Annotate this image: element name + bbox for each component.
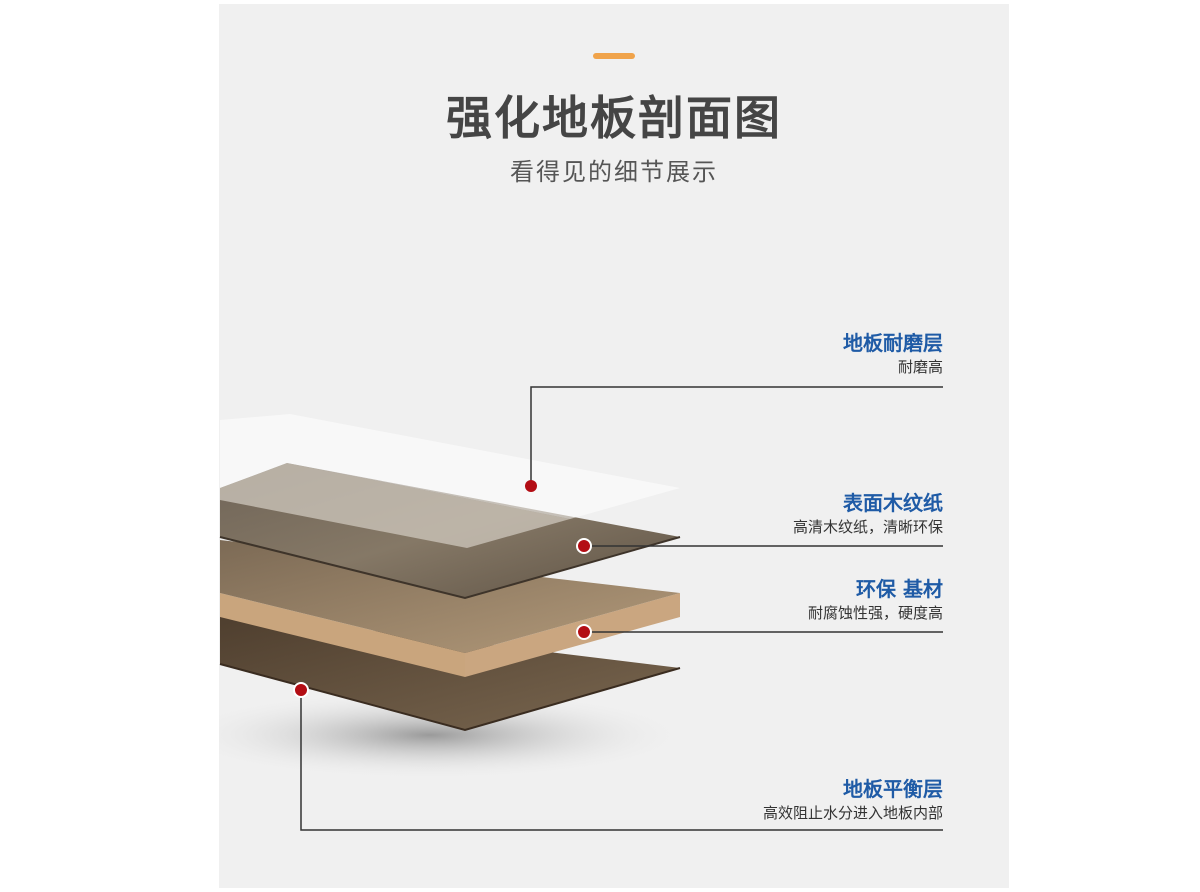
label-title: 表面木纹纸	[843, 491, 943, 515]
label-desc: 高效阻止水分进入地板内部	[762, 804, 943, 822]
marker-dot	[293, 682, 309, 698]
label-wear-layer: 地板耐磨层 耐磨高	[843, 330, 943, 378]
substrate-layer	[220, 540, 680, 677]
product-panel: 强化地板剖面图 看得见的细节展示	[219, 4, 1009, 888]
label-title: 地板耐磨层	[843, 331, 943, 355]
marker-dot	[576, 538, 592, 554]
marker-dots	[293, 480, 592, 698]
label-title: 环保 基材	[856, 577, 943, 601]
leader-lines	[300, 386, 943, 831]
wear-layer	[220, 414, 680, 519]
label-desc: 耐磨高	[897, 358, 943, 376]
floor-shadow	[219, 690, 690, 780]
label-wood-grain: 表面木纹纸 高清木纹纸，清晰环保	[793, 490, 943, 538]
floor-cross-section-diagram	[219, 386, 943, 831]
label-substrate: 环保 基材 耐腐蚀性强，硬度高	[808, 576, 943, 624]
label-desc: 高清木纹纸，清晰环保	[792, 518, 943, 536]
marker-dot	[525, 480, 537, 492]
marker-dot	[576, 624, 592, 640]
label-desc: 耐腐蚀性强，硬度高	[807, 604, 943, 622]
page-title: 强化地板剖面图	[446, 91, 782, 145]
page-subtitle: 看得见的细节展示	[510, 158, 718, 186]
label-title: 地板平衡层	[843, 777, 943, 801]
label-balance-layer: 地板平衡层 高效阻止水分进入地板内部	[763, 776, 943, 824]
wood-grain-layer	[219, 463, 681, 600]
accent-bar	[593, 53, 635, 59]
